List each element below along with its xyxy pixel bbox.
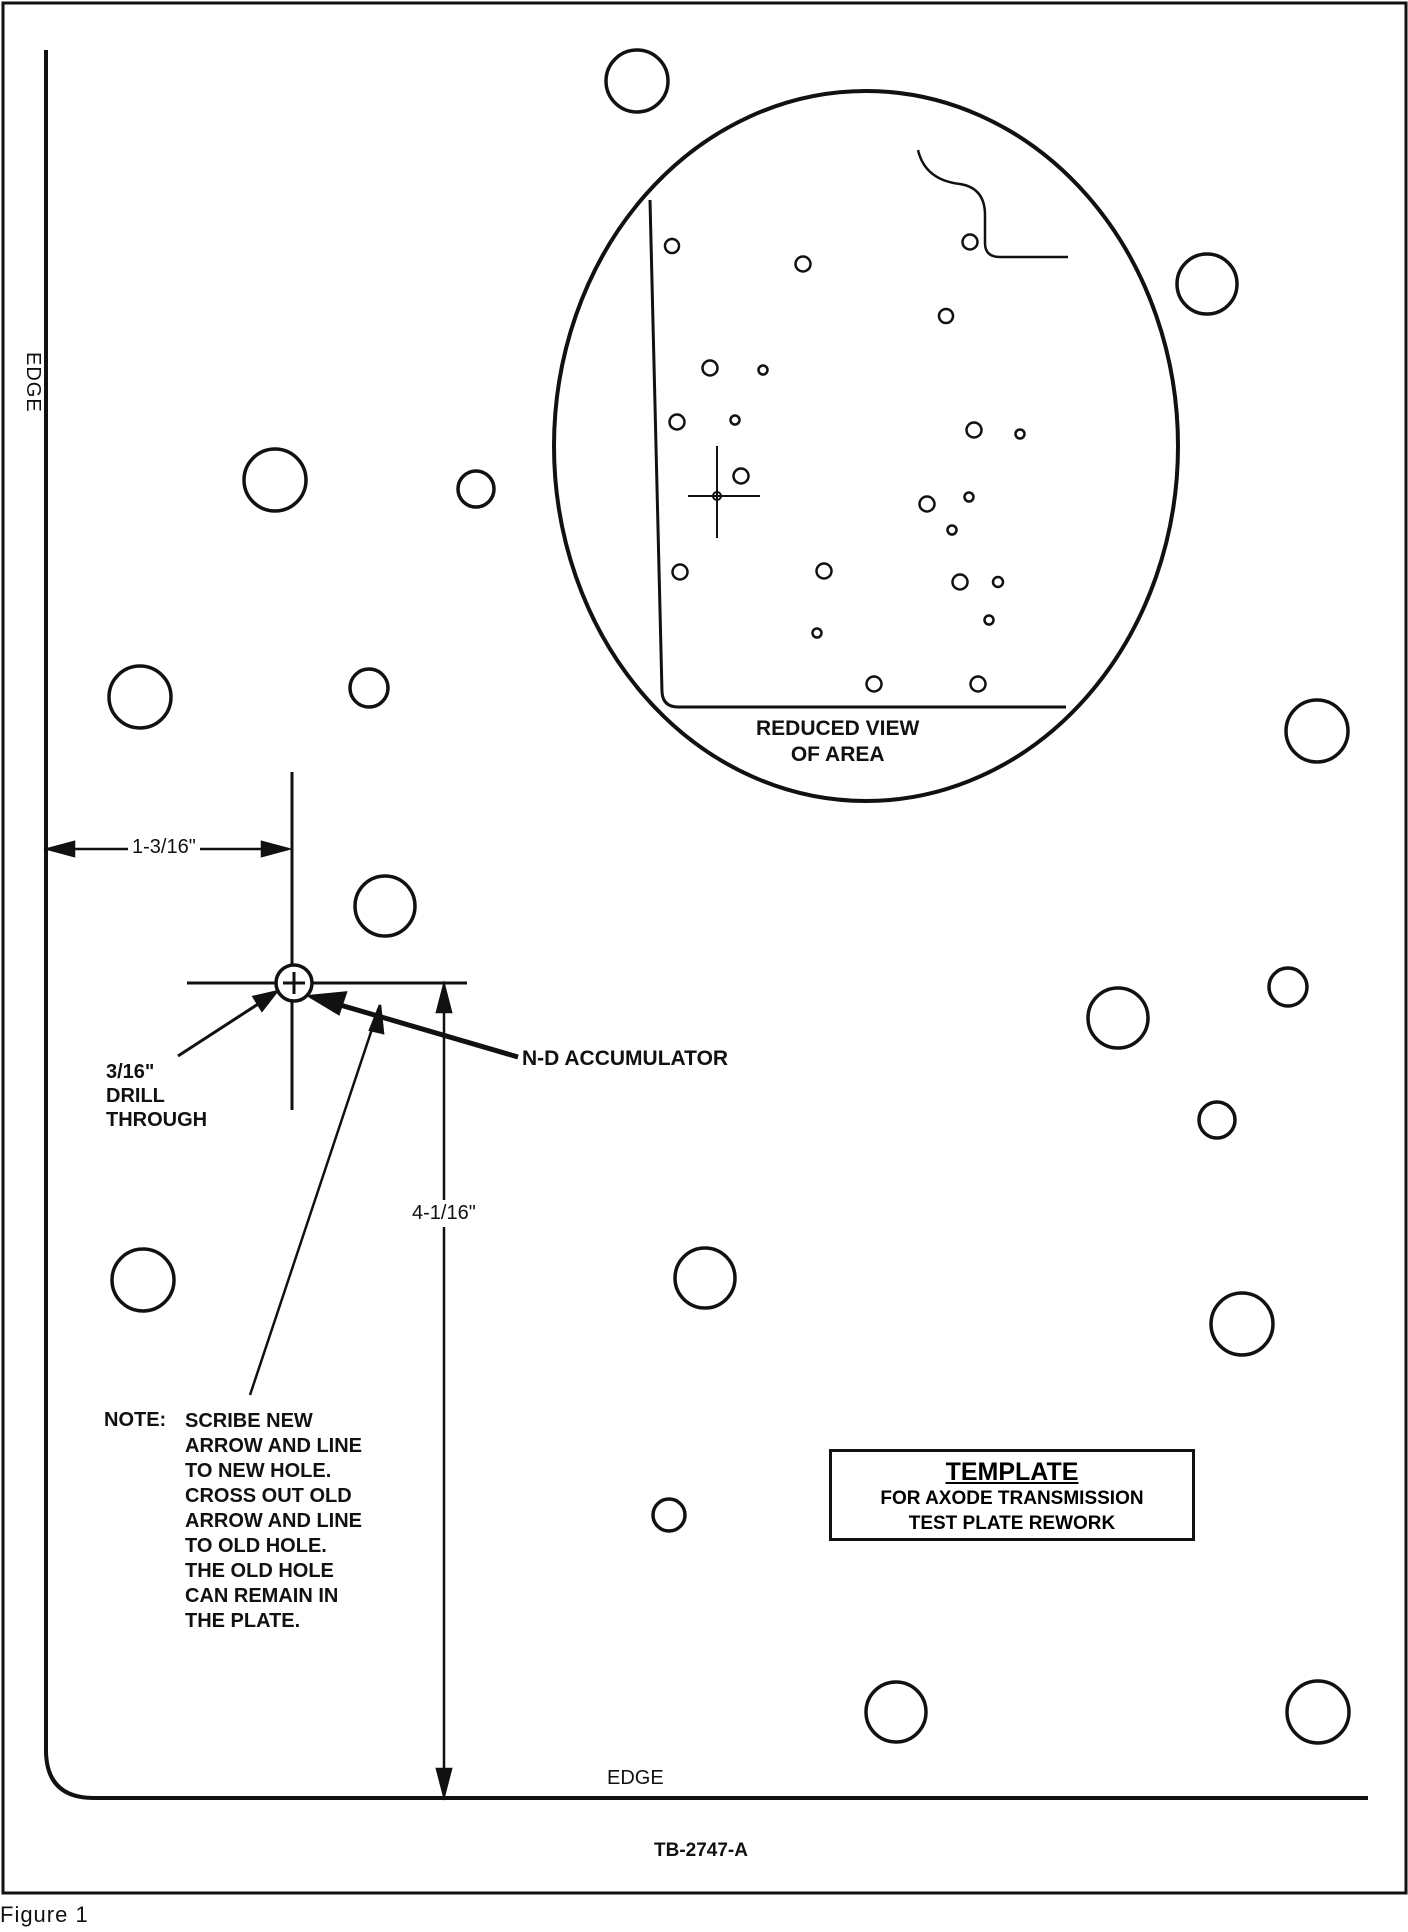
- inset-hole: [663, 237, 681, 255]
- note-line: THE PLATE.: [185, 1610, 301, 1632]
- edge-label-bottom: EDGE: [607, 1767, 664, 1789]
- drill-line-3: THROUGH: [106, 1109, 208, 1131]
- inset-hole: [951, 573, 969, 591]
- inset-hole: [1014, 428, 1026, 440]
- note-line: TO OLD HOLE.: [185, 1535, 327, 1557]
- note-line: CAN REMAIN IN: [185, 1585, 339, 1607]
- inset-hole: [991, 575, 1005, 589]
- hole: [353, 874, 417, 938]
- hole: [604, 48, 670, 114]
- inset-hole: [969, 675, 987, 693]
- inset-hole: [815, 562, 833, 580]
- template-subtitle-line-1: FOR AXODE TRANSMISSION: [880, 1488, 1144, 1509]
- hole: [673, 1246, 737, 1310]
- note-line: THE OLD HOLE: [185, 1560, 334, 1582]
- hole: [348, 667, 390, 709]
- hole: [1209, 1291, 1275, 1357]
- hole: [107, 664, 173, 730]
- note-line: ARROW AND LINE: [185, 1435, 363, 1457]
- plate-holes-small: [348, 469, 1309, 1533]
- hole: [864, 1680, 928, 1744]
- reduced-view-line-1: REDUCED VIEW: [756, 717, 920, 740]
- inset-hole: [983, 614, 995, 626]
- nd-accumulator-label: N-D ACCUMULATOR: [522, 1047, 729, 1070]
- drill-line-1: 3/16": [106, 1061, 155, 1083]
- note-line: SCRIBE NEW: [185, 1410, 313, 1432]
- inset-hole: [732, 467, 750, 485]
- inset-hole: [811, 627, 823, 639]
- reduced-view-line-2: OF AREA: [790, 743, 885, 766]
- note-heading: NOTE:: [104, 1409, 167, 1431]
- plate-edge-outline: [44, 50, 1368, 1800]
- inset-hole: [794, 255, 812, 273]
- hole: [1197, 1100, 1237, 1140]
- hole: [1086, 986, 1150, 1050]
- note-line: CROSS OUT OLD: [185, 1485, 352, 1507]
- drill-line-2: DRILL: [106, 1085, 165, 1107]
- inset-hole: [965, 421, 983, 439]
- note-leader: [248, 1004, 385, 1396]
- inset-hole: [946, 524, 958, 536]
- note-body: SCRIBE NEW ARROW AND LINE TO NEW HOLE. C…: [185, 1409, 362, 1634]
- inset-hole: [963, 491, 975, 503]
- inset-edge-outline: [648, 199, 1066, 709]
- inset-hole: [668, 413, 686, 431]
- template-title: TEMPLATE: [945, 1458, 1079, 1486]
- figure-caption: Figure 1: [0, 1902, 89, 1927]
- drill-label: 3/16" DRILL THROUGH: [106, 1060, 207, 1132]
- inset-hole: [961, 233, 979, 251]
- dimension-horizontal-label: 1-3/16": [128, 836, 200, 859]
- dimension-vertical: [435, 980, 453, 1801]
- note-line: ARROW AND LINE: [185, 1510, 363, 1532]
- inset-contour: [916, 149, 1068, 259]
- hole: [1284, 698, 1350, 764]
- drill-leader: [177, 989, 280, 1058]
- page-frame: [1, 1, 1408, 1895]
- hole: [1175, 252, 1239, 316]
- inset-hole: [937, 307, 955, 325]
- edge-label-left: EDGE: [22, 352, 44, 413]
- nd-accumulator-leader: [305, 991, 519, 1060]
- dimension-vertical-label: 4-1/16": [410, 1200, 478, 1227]
- inset-hole: [757, 364, 769, 376]
- template-title-box: TEMPLATE FOR AXODE TRANSMISSION TEST PLA…: [829, 1449, 1195, 1541]
- hole: [456, 469, 496, 509]
- inset-hole: [918, 495, 936, 513]
- hole: [1285, 1679, 1351, 1745]
- template-subtitle-line-2: TEST PLATE REWORK: [908, 1513, 1116, 1534]
- inset-hole: [865, 675, 883, 693]
- reduced-view-inset: [552, 89, 1180, 803]
- document-id: TB-2747-A: [654, 1840, 748, 1861]
- inset-hole: [729, 414, 741, 426]
- new-hole-crosshair: [187, 772, 467, 1110]
- inset-holes: [663, 233, 1026, 693]
- reduced-view-label: REDUCED VIEW OF AREA: [756, 716, 919, 768]
- hole: [242, 447, 308, 513]
- inset-hole: [671, 563, 689, 581]
- hole: [1267, 966, 1309, 1008]
- hole: [651, 1497, 687, 1533]
- note-line: TO NEW HOLE.: [185, 1460, 332, 1482]
- inset-ellipse: [552, 89, 1180, 803]
- hole: [110, 1247, 176, 1313]
- inset-crosshair: [688, 446, 760, 538]
- plate-holes-large: [107, 48, 1351, 1745]
- inset-hole: [701, 359, 719, 377]
